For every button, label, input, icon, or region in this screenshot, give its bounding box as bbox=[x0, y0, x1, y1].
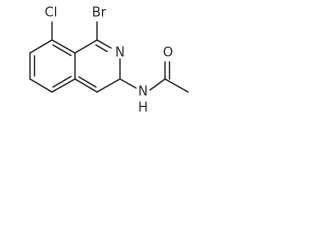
bond-to-amide-nitrogen bbox=[119, 78, 137, 89]
amide-nitrogen-atom-label: N bbox=[138, 85, 148, 100]
bond bbox=[96, 39, 112, 49]
bond bbox=[51, 78, 76, 93]
substituent-bonds bbox=[51, 21, 189, 93]
chemical-structure: Cl Br N N H O bbox=[29, 6, 189, 116]
bond bbox=[52, 75, 72, 88]
bond bbox=[74, 78, 98, 93]
benzene-ring bbox=[29, 39, 76, 93]
ring-nitrogen-atom-label: N bbox=[115, 46, 125, 61]
bond bbox=[52, 44, 72, 57]
bond bbox=[29, 39, 53, 54]
bond bbox=[29, 78, 53, 93]
amide-hydrogen-atom-label: H bbox=[138, 101, 148, 116]
bond bbox=[78, 76, 97, 88]
bromine-atom-label: Br bbox=[92, 6, 107, 21]
bond bbox=[74, 39, 98, 54]
chlorine-atom-label: Cl bbox=[45, 6, 58, 21]
bond bbox=[95, 44, 108, 53]
bond bbox=[51, 39, 76, 54]
pyridine-ring bbox=[74, 39, 121, 93]
bond-to-methyl bbox=[164, 78, 189, 93]
bond bbox=[96, 78, 121, 93]
bond-amide-nitrogen-carbonyl bbox=[149, 78, 166, 91]
carbonyl-oxygen-atom-label: O bbox=[163, 46, 173, 61]
